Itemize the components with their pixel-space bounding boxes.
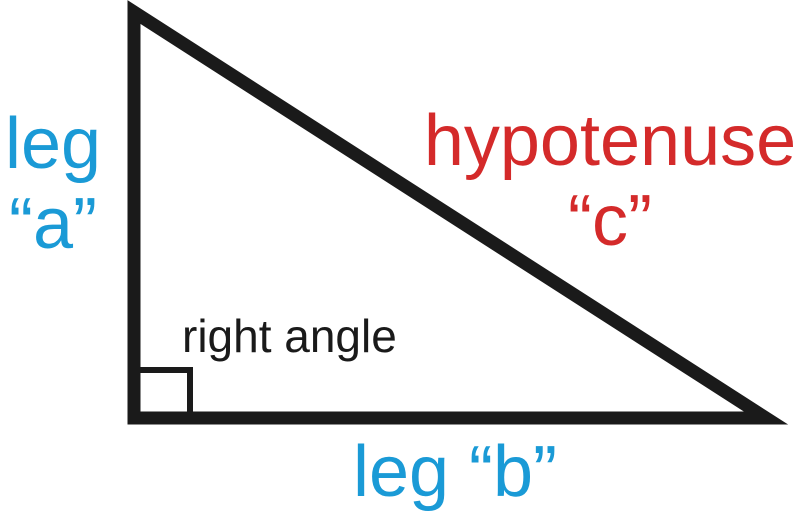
right-angle-label: right angle — [182, 310, 397, 362]
triangle-outline — [127, 0, 789, 425]
right-angle-marker — [138, 367, 193, 414]
leg-a-label-word: leg — [4, 104, 102, 184]
leg-a-label-letter: “a” — [9, 184, 97, 264]
hypotenuse-label-letter: “c” — [568, 181, 652, 261]
leg-b-label: leg “b” — [352, 432, 558, 512]
hypotenuse-label-word: hypotenuse — [423, 101, 797, 181]
